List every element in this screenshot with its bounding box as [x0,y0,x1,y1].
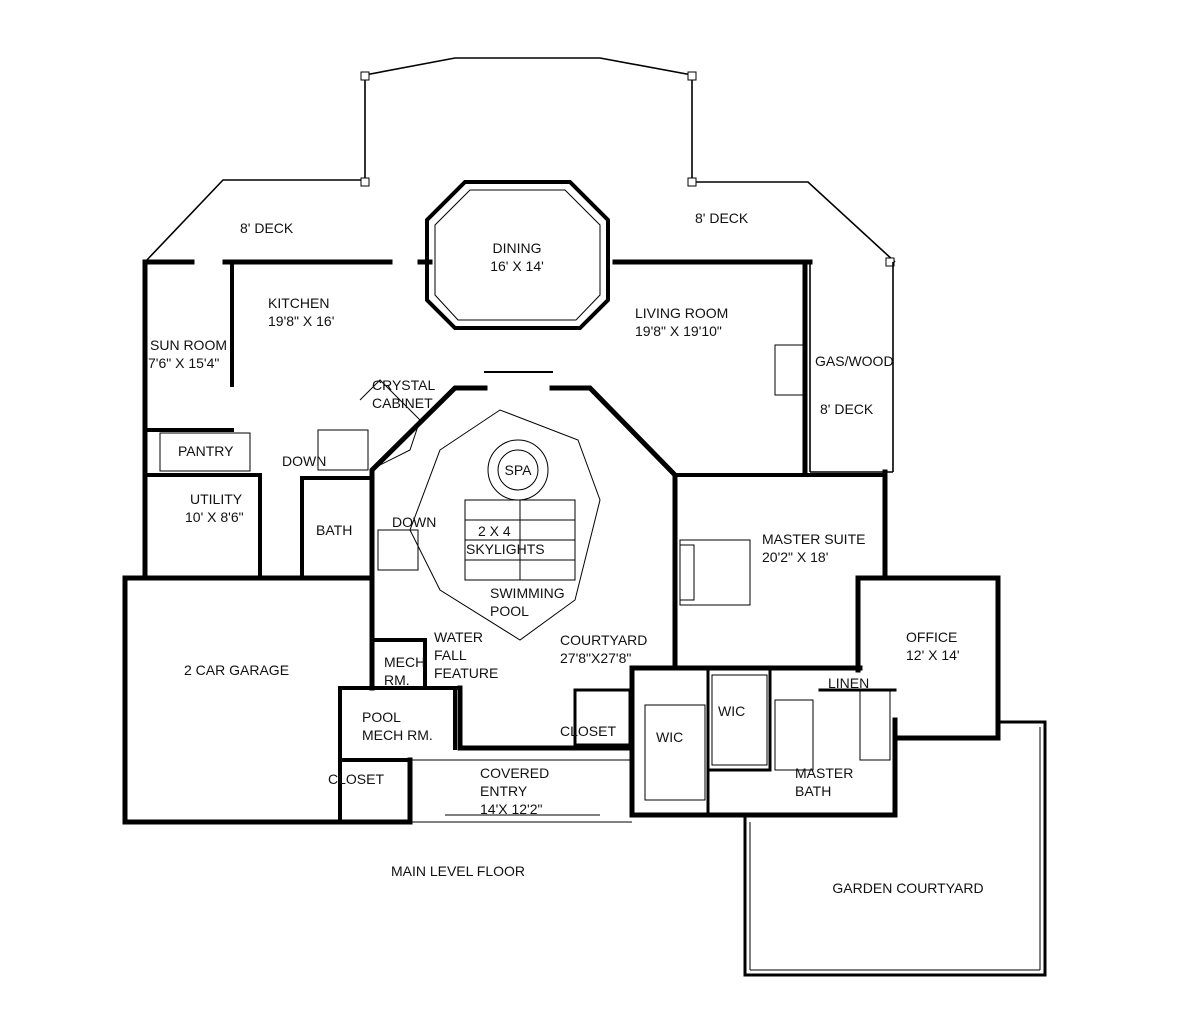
office-size: 12' X 14' [906,647,960,663]
living-label: LIVING ROOM [635,305,728,321]
closet-label-courtyard: CLOSET [560,723,616,739]
deck-left-label: 8' DECK [240,220,294,236]
pool-label-1: SWIMMING [490,585,565,601]
garden-outline [743,720,1047,977]
covered-label-1: COVERED [480,765,549,781]
closet-label-garage: CLOSET [328,771,384,787]
master-suite-size: 20'2" X 18' [762,549,828,565]
gaswood-label: GAS/WOOD [815,353,894,369]
dining-bay [425,180,610,330]
dining-label: DINING [493,240,542,256]
down-label-2: DOWN [392,514,436,530]
kitchen-label: KITCHEN [268,295,329,311]
deck-right-label: 8' DECK [695,210,749,226]
master-bath-label-1: MASTER [795,765,853,781]
mech-label-1: MECH [384,654,425,670]
master-suite-label: MASTER SUITE [762,531,865,547]
wic-label-1: WIC [656,729,683,745]
waterfall-label-2: FALL [434,647,467,663]
plan-title: MAIN LEVEL FLOOR [391,863,525,879]
exterior-walls [122,259,1001,825]
utility-label: UTILITY [190,491,243,507]
covered-size: 14'X 12'2" [480,801,543,817]
courtyard-walls [369,371,678,691]
crystal-label-2: CABINET [372,395,433,411]
room-labels: 8' DECK 8' DECK DINING 16' X 14' KITCHEN… [148,210,984,896]
wic-label-2: WIC [718,703,745,719]
garden-label: GARDEN COURTYARD [832,880,983,896]
courtyard-label: COURTYARD [560,632,647,648]
utility-size: 10' X 8'6" [185,509,244,525]
covered-label-2: ENTRY [480,783,528,799]
garage-label: 2 CAR GARAGE [184,662,289,678]
mech-label-2: RM. [384,672,410,688]
spa-label: SPA [505,462,533,478]
deck-side-label: 8' DECK [820,401,874,417]
linen-label: LINEN [828,675,869,691]
deck-outline [144,57,896,473]
crystal-label-1: CRYSTAL [372,377,435,393]
waterfall-label-1: WATER [434,629,483,645]
office-label: OFFICE [906,629,957,645]
interior-walls [143,260,897,824]
poolmech-label-2: MECH RM. [362,727,433,743]
down-label-1: DOWN [282,453,326,469]
poolmech-label-1: POOL [362,709,401,725]
living-size: 19'8" X 19'10" [635,323,722,339]
courtyard-size: 27'8"X27'8" [560,650,631,666]
kitchen-size: 19'8" X 16' [268,313,334,329]
skylights-label-1: 2 X 4 [478,523,511,539]
sunroom-label: SUN ROOM [150,337,227,353]
skylights-label-2: SKYLIGHTS [466,541,545,557]
waterfall-label-3: FEATURE [434,665,498,681]
dining-size: 16' X 14' [490,258,544,274]
sunroom-size: 7'6" X 15'4" [148,355,219,371]
pantry-label: PANTRY [178,443,234,459]
bath-label: BATH [316,522,352,538]
master-bath-label-2: BATH [795,783,831,799]
pool-label-2: POOL [490,603,529,619]
